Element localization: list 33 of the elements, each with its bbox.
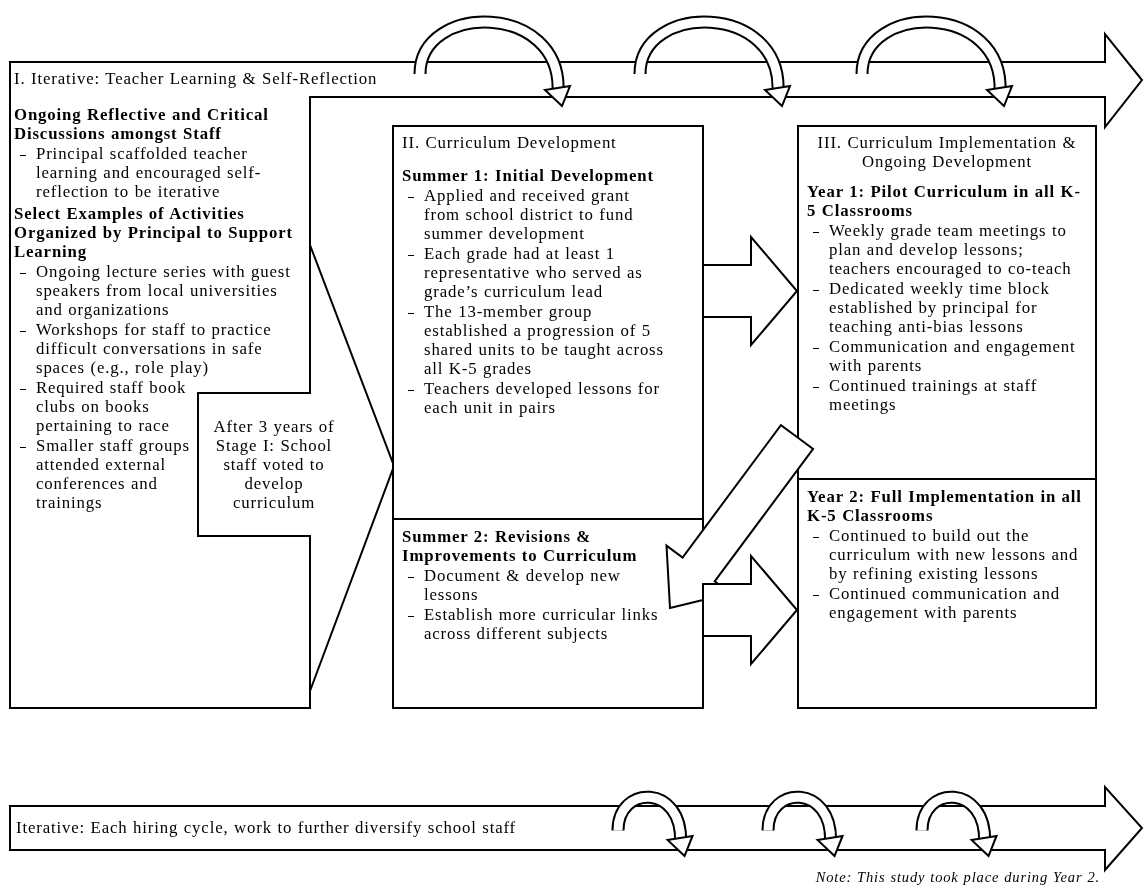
section-heading: Year 1: Pilot Curriculum in all K-5 Classrooms [807, 182, 1082, 220]
block-arrow [702, 234, 799, 348]
block-arrow [702, 553, 799, 667]
stage-title: III. Curriculum Implementation & Ongoing Development [816, 133, 1078, 171]
bullet-text: Applied and received grant from school district to fund summer development [402, 186, 668, 243]
bullet-text: Workshops for staff to practice difficult conversations in safe spaces (e.g., role play) [14, 320, 307, 377]
iterative-band-arrow [10, 786, 1144, 872]
stage-title: II. Curriculum Development [402, 133, 618, 152]
bullet-text: Establish more curricular links across different subjects [402, 605, 668, 643]
bullet-text: Dedicated weekly time block established by principal for teaching anti-bias lessons [807, 279, 1087, 336]
stage-box [392, 125, 704, 709]
bullet-text: Communication and engagement with parents [807, 337, 1087, 375]
bullet-text: Teachers developed lessons for each unit in pairs [402, 379, 668, 417]
bullet-text: The 13-member group established a progression of 5 shared units to be taught across all K-5 grades [402, 302, 668, 378]
section-heading: Summer 1: Initial Development [402, 166, 655, 185]
bullet-text: Ongoing lecture series with guest speakers from local universities and organizations [14, 262, 307, 319]
bullet-text: Continued to build out the curriculum with new lessons and by refining existing lessons [807, 526, 1087, 583]
bullet-text: Each grade had at least 1 representative who served as grade’s curriculum lead [402, 244, 668, 301]
section-heading: Summer 2: Revisions & Improvements to Curriculum [402, 527, 639, 565]
bullet-text: Document & develop new lessons [402, 566, 668, 604]
block-arrow [665, 423, 815, 610]
section-heading: Ongoing Reflective and Critical Discussions amongst Staff [14, 105, 270, 143]
bullet-text: Weekly grade team meetings to plan and develop lessons; teachers encouraged to co-teach [807, 221, 1087, 278]
band-text: Iterative: Each hiring cycle, work to further diversify school staff [16, 818, 516, 837]
stage-box [797, 125, 1097, 709]
section-heading: Select Examples of Activities Organized by Principal to Support Learning [14, 204, 294, 261]
bullet-text: Continued trainings at staff meetings [807, 376, 1087, 414]
section-heading: Year 2: Full Implementation in all K-5 Classrooms [807, 487, 1083, 525]
stage-title: I. Iterative: Teacher Learning & Self-Reflection [14, 69, 378, 88]
stage-title: After 3 years of Stage I: School staff voted to develop curriculum [212, 417, 336, 512]
bullet-text: Principal scaffolded teacher learning and encouraged self-reflection to be iterative [14, 144, 307, 201]
note-text: Note: This study took place during Year 2. [815, 868, 1100, 887]
bullet-text: Continued communication and engagement with parents [807, 584, 1087, 622]
